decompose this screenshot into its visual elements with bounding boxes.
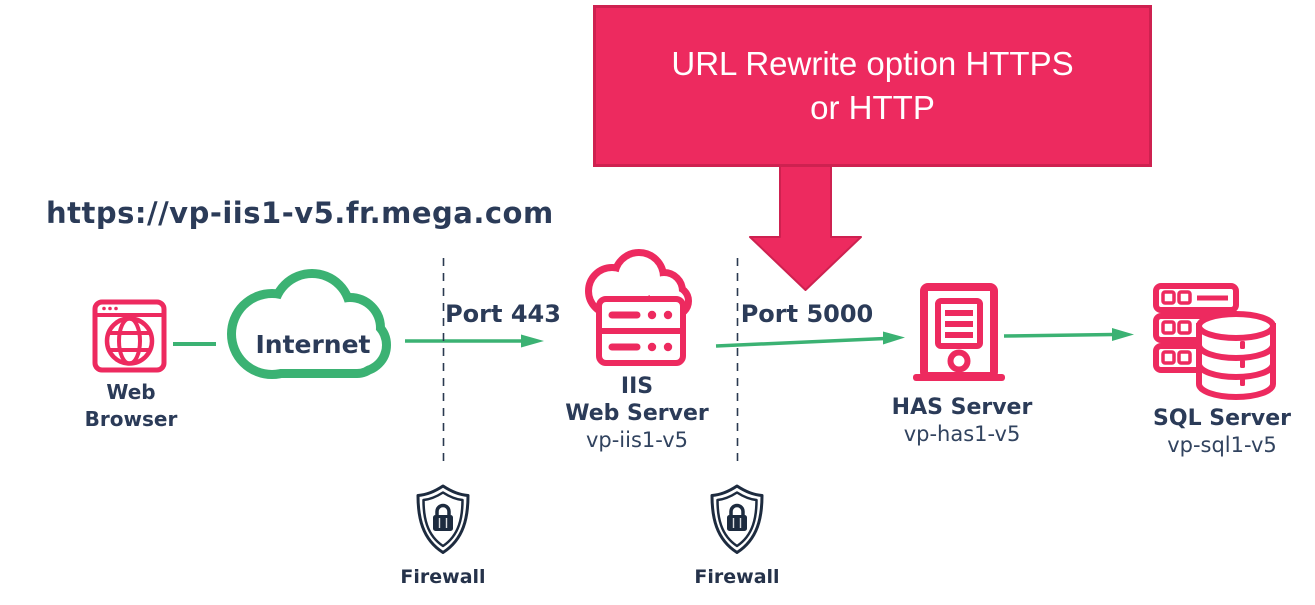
iis-label-line1: IIS (620, 374, 654, 399)
callout-text-line2: or HTTP (810, 89, 935, 126)
sql-server-label: SQL Server vp-sql1-v5 (1141, 405, 1303, 459)
internet-label: Internet (255, 330, 371, 359)
url-text: https://vp-iis1-v5.fr.mega.com (46, 196, 554, 230)
iis-server-label: IIS Web Server vp-iis1-v5 (557, 373, 717, 454)
firewall-shield-icon-left (416, 484, 470, 554)
sql-hostname: vp-sql1-v5 (1167, 433, 1277, 457)
port-443-label: Port 443 (445, 300, 561, 328)
port-5000-label: Port 5000 (740, 300, 874, 328)
connector-has-sql (1003, 328, 1134, 341)
firewall-shield-icon-right (710, 484, 764, 554)
sql-label-line1: SQL Server (1153, 406, 1291, 431)
tower-server-icon (913, 283, 1005, 381)
rack-database-icon (1153, 283, 1276, 400)
down-arrow-icon (749, 164, 862, 291)
has-label-line1: HAS Server (891, 395, 1033, 420)
firewall-label-right: Firewall (694, 566, 780, 588)
has-server-label: HAS Server vp-has1-v5 (882, 394, 1042, 448)
iis-label-line2: Web Server (565, 401, 709, 426)
web-browser-label-line2: Browser (84, 407, 178, 431)
cloud-server-icon (585, 249, 692, 366)
firewall-label-left: Firewall (400, 566, 486, 588)
callout-box: URL Rewrite option HTTPS or HTTP (593, 5, 1152, 167)
has-hostname: vp-has1-v5 (903, 422, 1021, 446)
connector-iis-has (715, 331, 905, 348)
web-browser-label: Web Browser (61, 379, 201, 433)
cloud-icon (227, 269, 391, 379)
browser-globe-icon (92, 299, 167, 373)
iis-hostname: vp-iis1-v5 (585, 428, 689, 452)
callout-text-line1: URL Rewrite option HTTPS (671, 45, 1074, 82)
connector-internet-iis (405, 334, 544, 348)
web-browser-label-line1: Web (106, 380, 156, 404)
